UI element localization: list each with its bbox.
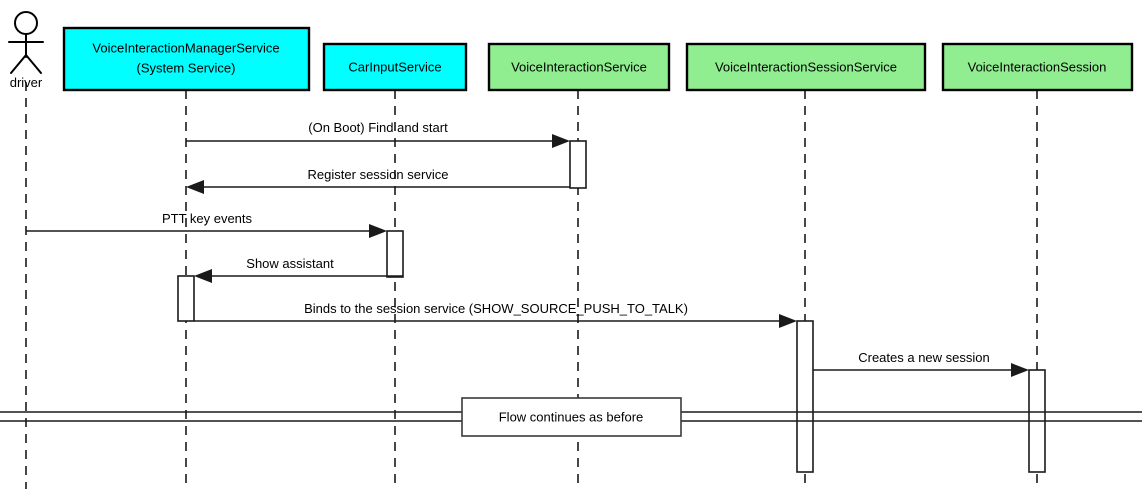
divider-note-label: Flow continues as before <box>499 409 644 424</box>
activation-bars-group <box>177 140 1046 473</box>
message-binds-to-session-service-arrowhead <box>779 314 797 328</box>
participant-voiceinteractionsession-box[interactable] <box>941 42 1134 92</box>
message-register-session-service-arrowhead <box>186 180 204 194</box>
message-show-assistant: Show assistant <box>194 256 403 283</box>
participant-carinputservice[interactable]: CarInputService <box>322 42 468 92</box>
participant-carinputservice-box[interactable] <box>322 42 468 92</box>
participant-voiceinteractionsession-label: VoiceInteractionSession <box>968 59 1107 74</box>
message-binds-to-session-service: Binds to the session service (SHOW_SOURC… <box>194 301 797 328</box>
actor-head-icon <box>14 11 38 35</box>
driver-actor: driver <box>8 11 44 90</box>
message-ptt-key-events: PTT key events <box>26 211 387 238</box>
participant-carinputservice-label: CarInputService <box>348 59 441 74</box>
participant-voiceinteractionservice[interactable]: VoiceInteractionService <box>487 42 671 92</box>
message-on-boot-find-and-start: (On Boot) Find and start <box>186 120 570 148</box>
participant-voiceinteractionservice-label: VoiceInteractionService <box>511 59 647 74</box>
participant-voiceinteractionsessionservice-box[interactable] <box>685 42 927 92</box>
message-creates-a-new-session-arrowhead <box>1011 363 1029 377</box>
driver-actor-label: driver <box>10 75 43 90</box>
message-register-session-service-label: Register session service <box>308 167 449 182</box>
divider-note-box <box>461 397 682 437</box>
message-creates-a-new-session-label: Creates a new session <box>858 350 990 365</box>
message-on-boot-find-and-start-label: (On Boot) Find and start <box>308 120 448 135</box>
message-ptt-key-events-label: PTT key events <box>162 211 253 226</box>
actor-leg-left-icon <box>10 54 27 74</box>
message-on-boot-find-and-start-arrowhead <box>552 134 570 148</box>
activation-carinputservice <box>386 230 404 278</box>
actor-leg-right-icon <box>25 54 42 74</box>
participant-vims-label-line2: (System Service) <box>137 60 236 75</box>
message-ptt-key-events-arrowhead <box>369 224 387 238</box>
participant-voiceinteractionsessionservice[interactable]: VoiceInteractionSessionService <box>685 42 927 92</box>
message-binds-to-session-service-label: Binds to the session service (SHOW_SOURC… <box>304 301 688 316</box>
activation-voiceinteractionservice <box>569 140 587 189</box>
message-register-session-service: Register session service <box>186 167 570 194</box>
participant-voiceinteractionsession[interactable]: VoiceInteractionSession <box>941 42 1134 92</box>
participant-vims-box[interactable] <box>62 26 311 92</box>
message-show-assistant-arrowhead <box>194 269 212 283</box>
flow-continues-divider: Flow continues as before <box>0 397 1142 437</box>
message-show-assistant-label: Show assistant <box>246 256 334 271</box>
participant-vims-label-line1: VoiceInteractionManagerService <box>92 40 279 55</box>
message-creates-a-new-session: Creates a new session <box>813 350 1029 377</box>
activation-vims <box>177 275 195 322</box>
participant-voiceinteractionservice-box[interactable] <box>487 42 671 92</box>
participant-vims[interactable]: VoiceInteractionManagerService (System S… <box>62 26 311 92</box>
participant-voiceinteractionsessionservice-label: VoiceInteractionSessionService <box>715 59 897 74</box>
activation-voiceinteractionsessionservice <box>796 320 814 473</box>
